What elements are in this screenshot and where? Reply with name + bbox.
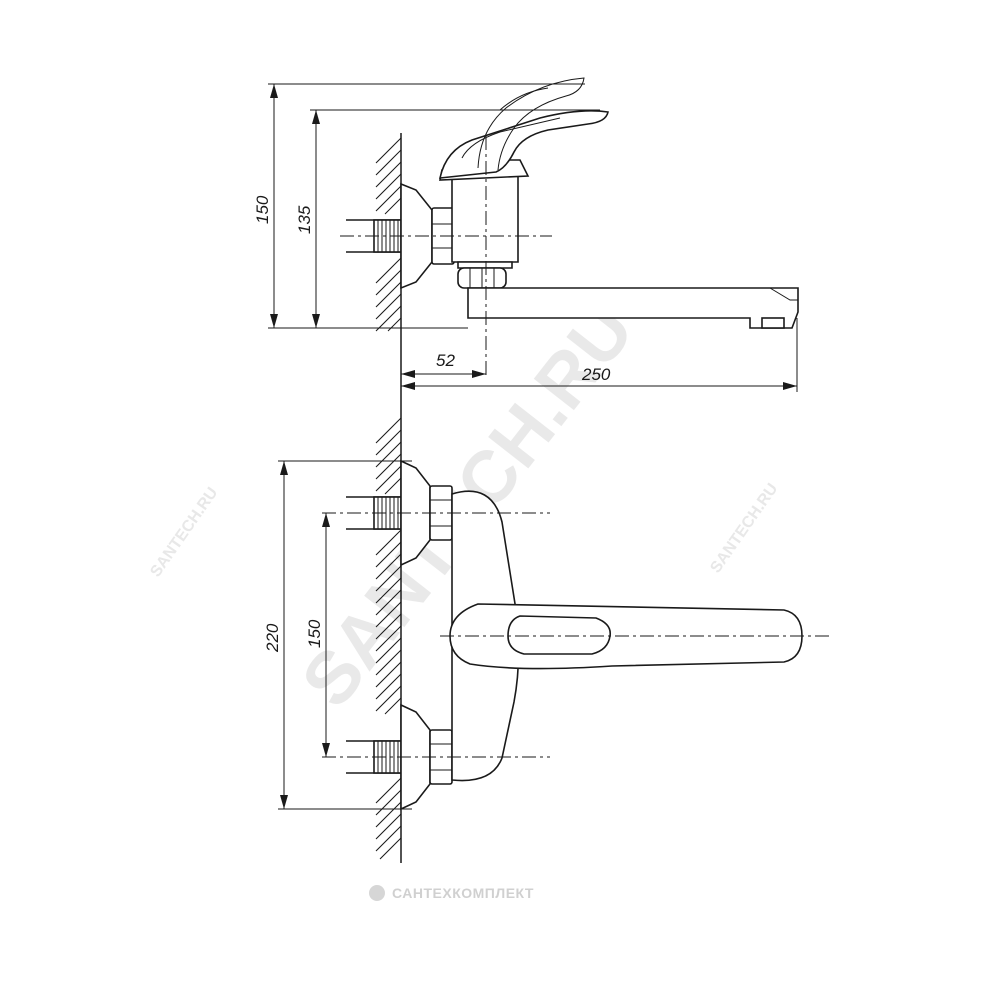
side-dimensions: 150 135 52 250 (253, 83, 798, 392)
side-body-cap (457, 261, 513, 269)
wall-hatching-top (375, 137, 402, 332)
side-view (340, 77, 799, 378)
side-lever-handle (438, 110, 609, 179)
watermark-bottom-logo: САНТЕХКОМПЛЕКТ (369, 885, 534, 901)
dim-inlet-offset: 52 (436, 351, 455, 370)
side-spout (467, 287, 799, 329)
dim-side-height-outer: 150 (253, 195, 272, 224)
watermark-bottom: САНТЕХКОМПЛЕКТ (392, 885, 534, 901)
front-inlet-upper (346, 459, 453, 567)
side-mixer-body (451, 175, 519, 263)
watermark-side-left: SANTECH.RU (147, 485, 221, 581)
dim-side-height-inner: 135 (295, 205, 314, 234)
front-lever-cutout (507, 615, 612, 655)
watermark-side-right: SANTECH.RU (707, 481, 781, 577)
dim-inlet-spacing: 150 (305, 619, 324, 648)
dim-front-height-outer: 220 (263, 623, 282, 653)
front-dimensions: 220 150 (263, 460, 412, 810)
front-view (322, 459, 832, 811)
side-lever-raised (477, 77, 585, 171)
wall-hatching-bottom (375, 417, 402, 860)
dim-spout-reach: 250 (581, 365, 611, 384)
